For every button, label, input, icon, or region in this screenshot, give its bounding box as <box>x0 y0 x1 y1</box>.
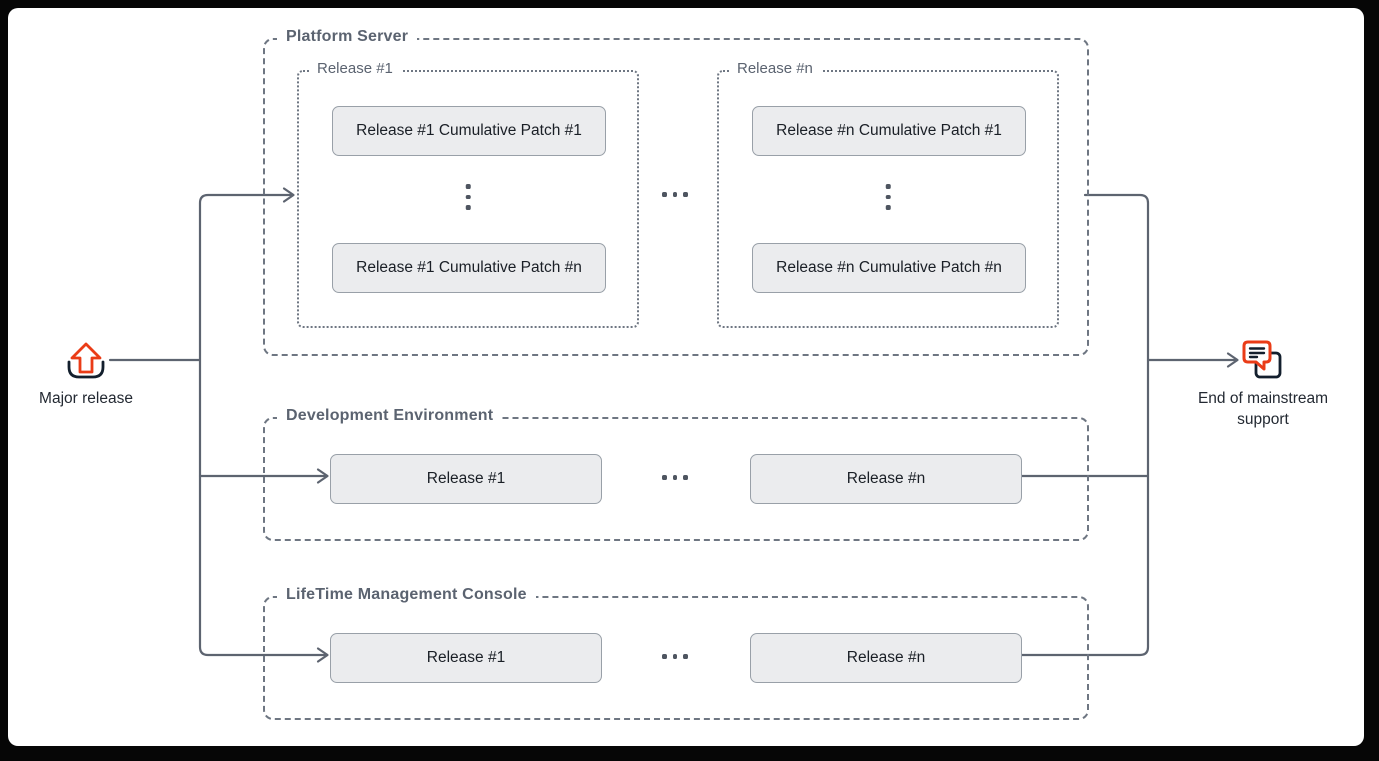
platform-server-container: Platform Server Release #1 Release #1 Cu… <box>263 28 1089 356</box>
major-release-icon <box>62 336 110 384</box>
release-box: Release #n <box>750 633 1022 683</box>
release-box: Release #1 <box>330 454 602 504</box>
end-of-support-label-line2: support <box>1237 411 1289 428</box>
patch-box: Release #1 Cumulative Patch #n <box>332 243 606 293</box>
arrowhead-end-support <box>1226 352 1239 368</box>
platform-server-label: Platform Server <box>277 28 418 46</box>
development-environment-label: Development Environment <box>277 407 503 425</box>
ellipsis-vertical-icon <box>465 184 471 210</box>
patch-box: Release #n Cumulative Patch #n <box>752 243 1026 293</box>
line-right-trunk <box>1017 193 1150 657</box>
ellipsis-horizontal-icon <box>662 192 688 197</box>
arrowhead-dev <box>316 468 329 484</box>
diagram-panel <box>8 8 1364 746</box>
release-n-group: Release #n Release #n Cumulative Patch #… <box>717 60 1059 328</box>
end-of-mainstream-support-label: End of mainstream support <box>1180 388 1346 430</box>
line-left-trunk <box>198 193 329 657</box>
ellipsis-vertical-icon <box>885 184 891 210</box>
major-release-label: Major release <box>39 390 133 407</box>
patch-box: Release #1 Cumulative Patch #1 <box>332 106 606 156</box>
ellipsis-horizontal-icon <box>662 654 688 659</box>
release-box: Release #1 <box>330 633 602 683</box>
release-box: Release #n <box>750 454 1022 504</box>
arrowhead-lifetime <box>316 647 329 663</box>
release-1-group-label: Release #1 <box>309 60 401 77</box>
development-environment-container: Development Environment Release #1 Relea… <box>263 407 1089 541</box>
release-n-group-label: Release #n <box>729 60 821 77</box>
lifetime-management-console-container: LifeTime Management Console Release #1 R… <box>263 586 1089 720</box>
arrowhead-platform <box>282 187 295 203</box>
release-1-group: Release #1 Release #1 Cumulative Patch #… <box>297 60 639 328</box>
lifetime-management-console-label: LifeTime Management Console <box>277 586 536 604</box>
patch-box: Release #n Cumulative Patch #1 <box>752 106 1026 156</box>
ellipsis-horizontal-icon <box>662 475 688 480</box>
end-of-support-label-line1: End of mainstream <box>1197 390 1329 407</box>
end-of-mainstream-support-icon <box>1242 340 1286 384</box>
